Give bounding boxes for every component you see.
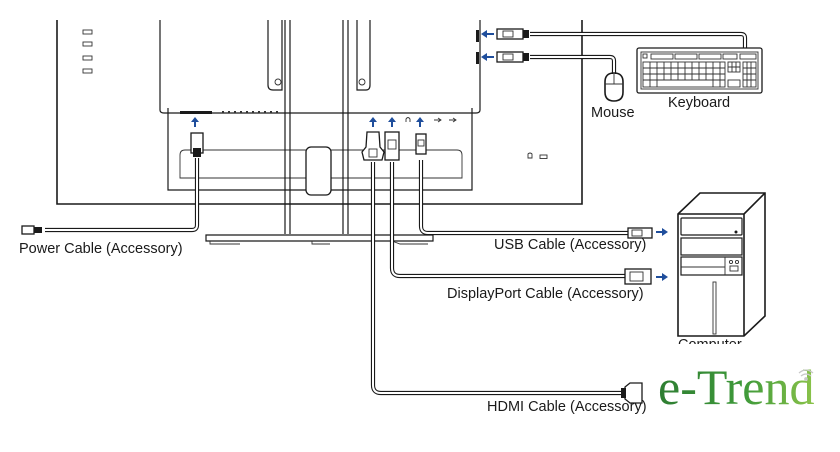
usb-cable	[415, 133, 653, 239]
hdmi-plug	[361, 131, 385, 161]
arrow-up-icon	[416, 117, 424, 127]
side-buttons	[82, 29, 93, 74]
mouse-label: Mouse	[591, 105, 635, 121]
power-plug-end	[21, 225, 35, 235]
arrow-right-icon	[656, 273, 668, 281]
arrow-up-icon	[191, 117, 199, 127]
displayport-cable	[384, 131, 652, 285]
screw-icon	[274, 78, 282, 86]
brand-logo: e-Trend	[658, 359, 814, 415]
usb-b-plug	[415, 133, 427, 155]
kensington-slot	[539, 154, 548, 159]
displayport-plug	[384, 131, 400, 161]
keyboard-icon	[636, 47, 763, 94]
arrow-left-icon	[481, 53, 494, 61]
screw-icon	[358, 78, 366, 86]
stand-cable-hole	[305, 146, 332, 196]
displayport-plug-end	[624, 268, 652, 285]
computer-icon	[677, 192, 766, 337]
usb-symbol-icon	[434, 117, 442, 123]
arrow-up-icon	[388, 117, 396, 127]
usb-a-plug-end	[627, 227, 653, 239]
hdmi-plug-end	[624, 382, 643, 404]
usb-symbol-icon	[449, 117, 457, 123]
hdmi-cable	[361, 131, 643, 404]
power-cable-label: Power Cable (Accessory)	[19, 241, 183, 257]
vent-holes	[222, 111, 278, 113]
monitor-back	[56, 20, 583, 205]
port-arrows	[191, 30, 668, 281]
power-port	[180, 111, 212, 114]
keyboard-label: Keyboard	[668, 95, 730, 111]
mouse-icon	[604, 72, 624, 102]
arrow-up-icon	[369, 117, 377, 127]
usb-a-plug	[496, 28, 524, 40]
displayport-cable-label: DisplayPort Cable (Accessory)	[447, 286, 644, 302]
monitor-stand	[205, 20, 434, 245]
headphone-icon	[405, 117, 411, 122]
arrow-right-icon	[656, 228, 668, 236]
keyboard-cable	[496, 28, 748, 48]
usb-cable-label: USB Cable (Accessory)	[494, 237, 646, 253]
hdmi-cable-label: HDMI Cable (Accessory)	[487, 399, 647, 415]
usb-a-plug	[496, 51, 524, 63]
lock-icon	[527, 152, 533, 159]
arrow-left-icon	[481, 30, 494, 38]
brand-watermark: e-Trend	[658, 359, 814, 415]
mouse-cable	[496, 51, 617, 74]
wifi-icon	[798, 369, 814, 381]
power-cable	[21, 132, 204, 235]
computer-label: Computer	[678, 337, 742, 353]
